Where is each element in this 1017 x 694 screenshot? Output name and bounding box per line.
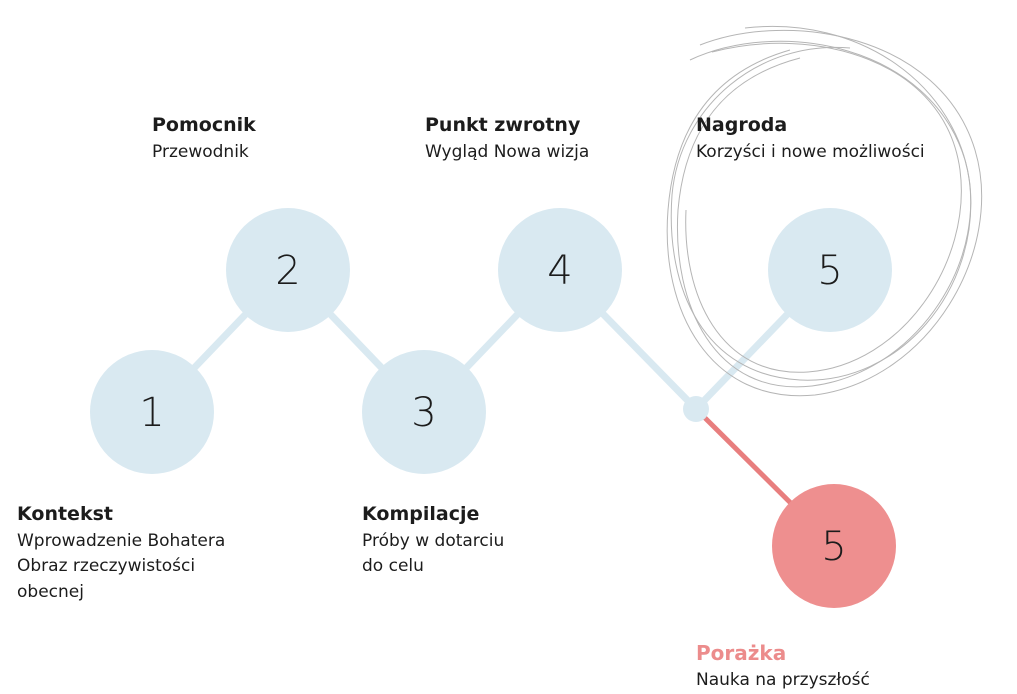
stage-kontekst-line: Obraz rzeczywistości [17,556,196,577]
junction-dot [683,396,709,422]
stage-kontekst: Kontekst Wprowadzenie Bohatera Obraz rze… [17,501,225,605]
node-5-success-number: 5 [817,248,842,294]
node-3-number: 3 [411,390,436,436]
stage-punkt-zwrotny-title: Punkt zwrotny [425,114,581,136]
stage-punkt-zwrotny: Punkt zwrotny Wygląd Nowa wizja [425,112,589,165]
node-5-failure-number: 5 [821,524,846,570]
node-3: 3 [362,350,486,474]
stage-pomocnik: Pomocnik Przewodnik [152,112,256,165]
stage-punkt-zwrotny-line: Wygląd Nowa wizja [425,141,590,162]
stage-porazka-description: Nauka na przyszłość [696,668,870,694]
node-1: 1 [90,350,214,474]
node-4: 4 [498,208,622,332]
stage-pomocnik-line: Przewodnik [152,141,249,162]
node-2: 2 [226,208,350,332]
stage-kompilacje: Kompilacje Próby w dotarciu do celu [362,501,504,580]
stage-pomocnik-description: Przewodnik [152,140,256,166]
node-5-success: 5 [768,208,892,332]
node-4-number: 4 [547,248,572,294]
stage-porazka: Porażka Nauka na przyszłość [696,639,870,694]
node-5-failure: 5 [772,484,896,608]
stage-kompilacje-title: Kompilacje [362,503,480,525]
stage-kompilacje-description: Próby w dotarciu do celu [362,529,504,580]
node-2-number: 2 [275,248,300,294]
sketch-circle [666,26,983,397]
stage-kompilacje-line: Próby w dotarciu [362,530,505,551]
stage-punkt-zwrotny-description: Wygląd Nowa wizja [425,140,589,166]
stage-porazka-title: Porażka [696,641,787,665]
stage-nagroda-description: Korzyści i nowe możliwości [696,140,925,166]
stage-porazka-line: Nauka na przyszłość [696,670,870,690]
stage-kontekst-line: obecnej [17,581,84,602]
stage-kompilacje-line: do celu [362,556,424,577]
stage-kontekst-line: Wprowadzenie Bohatera [17,530,226,551]
stage-nagroda-line: Korzyści i nowe możliwości [696,141,925,162]
stage-kontekst-title: Kontekst [17,503,113,525]
stage-kontekst-description: Wprowadzenie Bohatera Obraz rzeczywistoś… [17,529,225,606]
stage-nagroda-title: Nagroda [696,114,788,136]
stage-nagroda: Nagroda Korzyści i nowe możliwości [696,112,925,165]
stage-pomocnik-title: Pomocnik [152,114,256,136]
node-1-number: 1 [139,390,164,436]
